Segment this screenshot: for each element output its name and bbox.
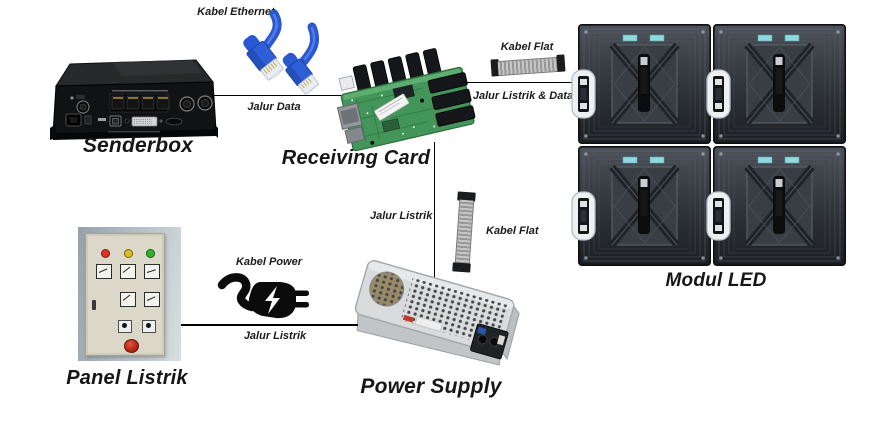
- panel-listrik-photo: [78, 227, 181, 361]
- power-supply-terminal-block: [470, 323, 509, 360]
- rj45-connector-right: [282, 52, 320, 95]
- indicator-yellow: [124, 249, 133, 258]
- kabel-ethernet-label: Kabel Ethernet: [197, 6, 275, 18]
- panel-door: [85, 233, 165, 356]
- jalur-listrik-data-line: [461, 81, 591, 84]
- indicator-red: [101, 249, 110, 258]
- jalur-listrik-mid-label: Jalur Listrik: [370, 210, 433, 222]
- flat-ribbon-cable-horizontal-icon: [490, 54, 566, 77]
- kabel-flat-top-label: Kabel Flat: [500, 41, 554, 53]
- power-supply-graphic: [354, 260, 520, 366]
- indicator-green: [146, 249, 155, 258]
- ethernet-cable-icon: [243, 9, 320, 95]
- door-handle: [92, 300, 96, 310]
- senderbox-ethernet-ports: [109, 93, 170, 113]
- jalur-listrik-bottom-line: [181, 324, 358, 326]
- power-plug-icon: [217, 273, 309, 319]
- kabel-flat-mid-label: Kabel Flat: [486, 225, 539, 237]
- analog-meter: [144, 264, 160, 279]
- receiving-card-graphic: [336, 48, 476, 152]
- modul-led-label: Modul LED: [665, 270, 767, 291]
- analog-meter: [120, 292, 136, 307]
- panel-listrik-label: Panel Listrik: [66, 367, 188, 389]
- rotary-switch: [142, 320, 156, 333]
- analog-meter: [96, 264, 112, 279]
- kabel-power-label: Kabel Power: [235, 256, 303, 268]
- rj45-connector-left: [243, 35, 284, 81]
- receiving-card-label: Receiving Card: [281, 147, 431, 169]
- analog-meter: [120, 264, 136, 279]
- analog-meter: [144, 292, 160, 307]
- jalur-listrik-mid-line: [433, 142, 436, 300]
- jalur-listrik-data-label: Jalur Listrik & Data: [472, 90, 574, 102]
- jalur-listrik-bottom-label: Jalur Listrik: [243, 330, 307, 342]
- power-supply-label: Power Supply: [360, 375, 502, 398]
- jalur-data-label: Jalur Data: [247, 101, 301, 113]
- modul-led-graphic: [571, 24, 853, 268]
- senderbox-graphic: [50, 59, 218, 140]
- senderbox-label: Senderbox: [82, 134, 194, 157]
- emergency-stop-button: [124, 339, 139, 353]
- flat-ribbon-cable-vertical-icon: [452, 191, 476, 273]
- jalur-data-line: [212, 94, 346, 97]
- rotary-switch: [118, 320, 132, 333]
